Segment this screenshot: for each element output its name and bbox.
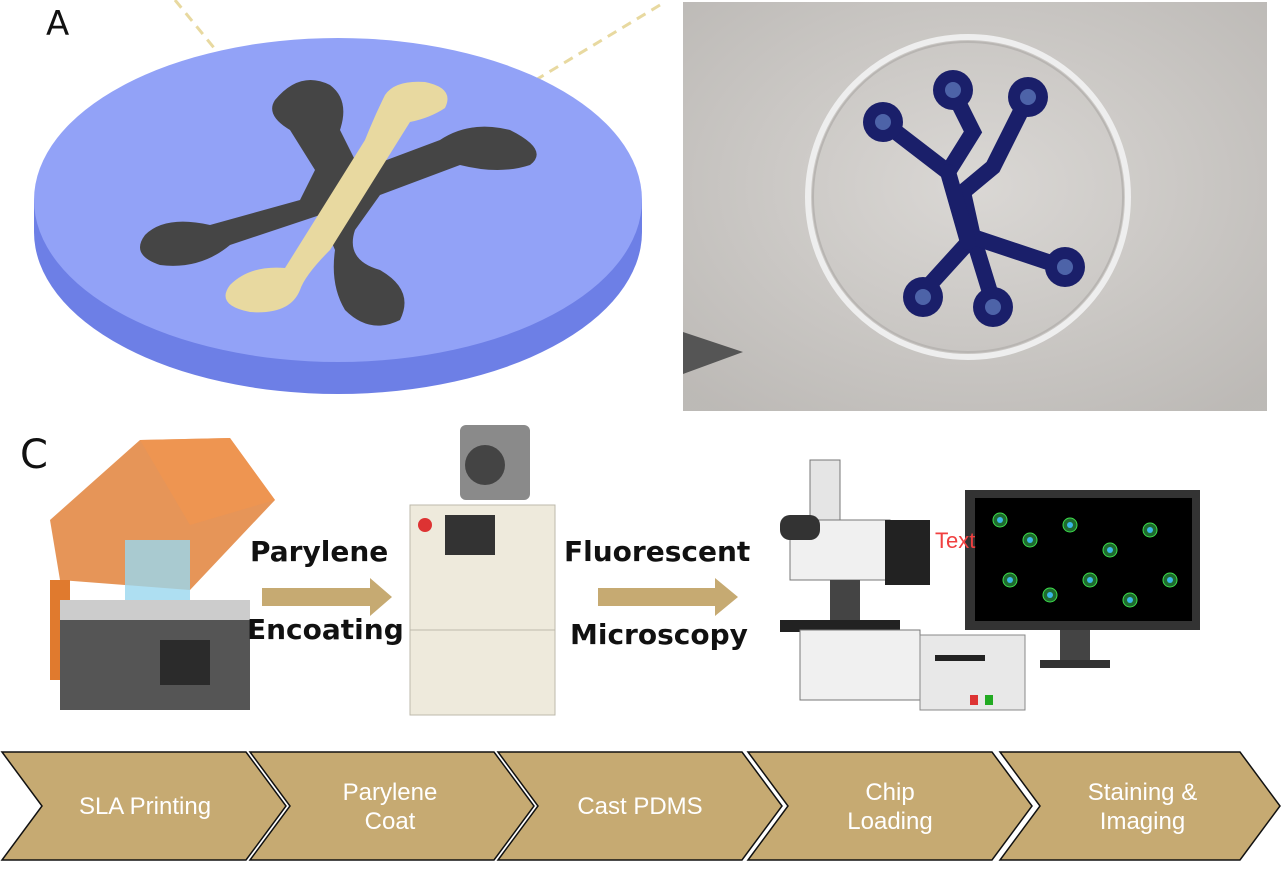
panel-label-a: A <box>46 4 70 44</box>
chip-3d-illustration <box>34 0 661 394</box>
encoating-label: Encoating <box>247 613 404 646</box>
sla-printer-illustration <box>50 438 275 710</box>
chevron-4 <box>746 751 1033 861</box>
microscope-illustration <box>780 459 1200 711</box>
workflow-step-3: Cast PDMS <box>577 793 703 820</box>
chevron-3 <box>496 751 783 861</box>
tweezers-tip <box>683 332 743 374</box>
chevron-2 <box>248 751 535 861</box>
microscopy-label: Microscopy <box>570 618 748 651</box>
panel-label-c: C <box>20 432 48 478</box>
chip-photo <box>683 2 1267 411</box>
fluorescent-label: Fluorescent <box>564 535 751 568</box>
chevron-5 <box>998 751 1281 861</box>
monitor-screen <box>975 498 1192 621</box>
workflow-step-4: Chip Loading <box>847 779 933 835</box>
dashed-guide-right <box>369 3 661 182</box>
light-channel <box>225 81 448 313</box>
chip-disk-outline <box>805 34 1131 360</box>
monitor-text-label: Text <box>935 528 976 553</box>
coater-screen <box>445 515 495 555</box>
printer-base <box>60 620 250 710</box>
printed-part <box>125 540 190 600</box>
camera-box <box>885 520 930 585</box>
parylene-label: Parylene <box>250 535 389 568</box>
workflow-step-2: Parylene Coat <box>342 779 438 835</box>
chevron-1 <box>0 751 287 861</box>
workflow-step-1: SLA Printing <box>78 793 212 820</box>
workflow-step-5: Staining & Imaging <box>1087 779 1198 835</box>
cell-image <box>992 512 1178 608</box>
parylene-coater-illustration <box>409 425 556 716</box>
